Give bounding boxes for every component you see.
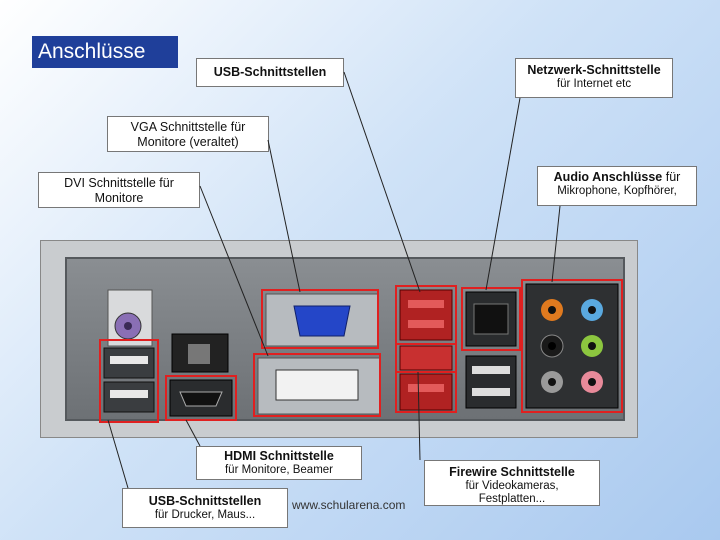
highlight-hdmi: [165, 375, 237, 421]
leader-dvi: [199, 185, 269, 357]
highlight-vga: [261, 289, 379, 349]
usb-ports-left: [103, 347, 155, 413]
leader-firewire: [417, 371, 421, 461]
leader-network: [485, 97, 521, 291]
watermark: www.schularena.com: [292, 498, 406, 512]
network-label-sub: für Internet etc: [556, 78, 632, 90]
highlight-dvi: [253, 353, 381, 417]
firewire-label-title: Firewire Schnittstelle: [449, 465, 575, 479]
dvi-label-line1: DVI Schnittstelle für: [64, 176, 174, 190]
firewire-label: Firewire Schnittstelle für Videokameras,…: [424, 460, 600, 506]
ps2-port: [107, 289, 153, 347]
network-label-title: Netzwerk-Schnittstelle: [527, 63, 661, 77]
vga-label-line2: Monitore (veraltet): [137, 135, 239, 149]
highlight-boxes: [99, 279, 623, 423]
highlight-network: [461, 287, 521, 351]
audio-label-sub: Mikrophone, Kopfhörer,: [557, 185, 677, 197]
audio-label-title-row: Audio Anschlüsse für: [538, 170, 696, 185]
firewire-label-sub2: Festplatten...: [478, 493, 546, 505]
hdmi-label: HDMI Schnittstelle für Monitore, Beamer: [196, 446, 362, 480]
leader-hdmi: [185, 419, 201, 447]
leader-vga: [267, 139, 301, 293]
leader-audio: [551, 205, 561, 283]
network-port: [465, 291, 517, 409]
dvi-label: DVI Schnittstelle für Monitore: [38, 172, 200, 208]
highlight-usb-left: [99, 339, 159, 423]
leader-usb-bottom: [107, 419, 129, 489]
highlight-usb-red-low: [395, 371, 457, 413]
usb-bottom-label: USB-Schnittstellen für Drucker, Maus...: [122, 488, 288, 528]
usb-bottom-label-sub: für Drucker, Maus...: [154, 509, 256, 521]
usb-top-label: USB-Schnittstellen: [196, 58, 344, 87]
hdmi-port: [169, 379, 233, 417]
leader-lines: [107, 71, 561, 489]
vga-port: [265, 293, 379, 347]
usb-ports-red: [399, 289, 453, 411]
page-title: Anschlüsse: [32, 36, 178, 68]
hdmi-label-sub: für Monitore, Beamer: [224, 464, 333, 476]
audio-label-title: Audio Anschlüsse: [553, 170, 663, 184]
hdmi-label-title: HDMI Schnittstelle: [224, 449, 334, 463]
usb-top-label-text: USB-Schnittstellen: [213, 65, 327, 79]
firewire-port: [399, 345, 453, 371]
optical-port: [171, 333, 229, 373]
network-label: Netzwerk-Schnittstelle für Internet etc: [515, 58, 673, 98]
highlight-audio: [521, 279, 623, 413]
audio-label: Audio Anschlüsse für Mikrophone, Kopfhör…: [537, 166, 697, 206]
audio-jacks: [525, 283, 619, 409]
dvi-label-line2: Monitore: [94, 191, 144, 205]
usb-bottom-label-title: USB-Schnittstellen: [148, 494, 262, 508]
firewire-label-sub1: für Videokameras,: [465, 480, 559, 492]
vga-label-line1: VGA Schnittstelle für: [130, 120, 246, 134]
vga-label: VGA Schnittstelle für Monitore (veraltet…: [107, 116, 269, 152]
leader-usb-top: [343, 71, 421, 293]
audio-label-suffix: für: [665, 170, 681, 184]
dvi-port: [257, 357, 381, 415]
